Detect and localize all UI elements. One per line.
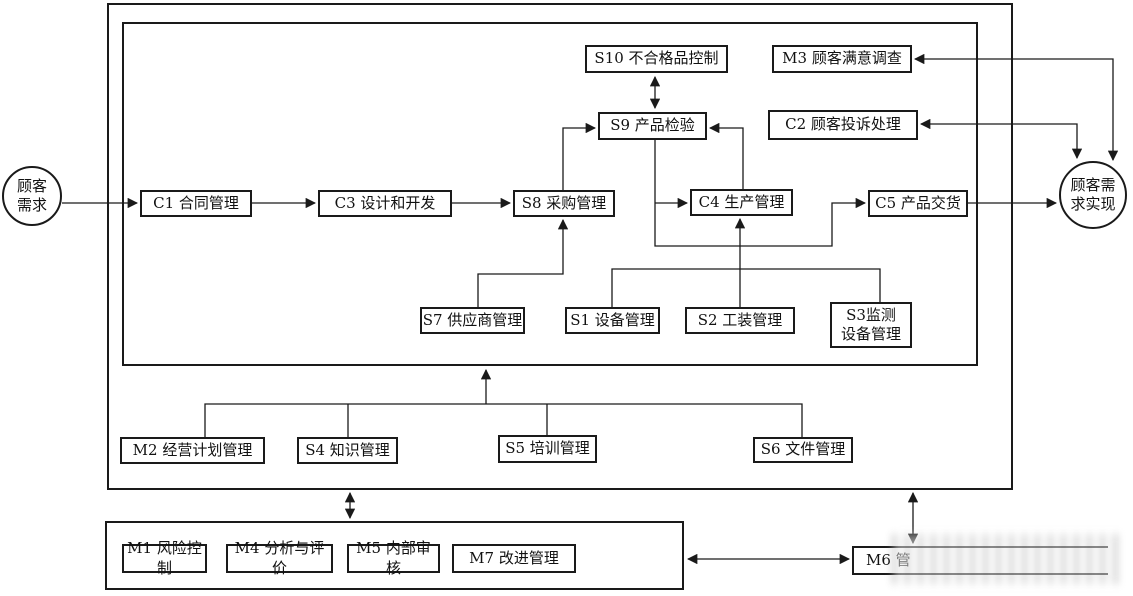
node-s6-document-management: S6 文件管理 <box>753 437 853 463</box>
node-m7-improvement-management: M7 改进管理 <box>452 544 576 573</box>
node-c3-design-development: C3 设计和开发 <box>318 190 452 217</box>
node-s2-tooling-management: S2 工装管理 <box>685 307 795 334</box>
node-s1-equipment-management: S1 设备管理 <box>565 307 660 334</box>
node-c1-contract-management: C1 合同管理 <box>140 190 252 217</box>
node-m1-risk-control: M1 风险控制 <box>122 539 207 577</box>
node-s8-purchasing-management: S8 采购管理 <box>513 190 615 217</box>
node-s7-supplier-management: S7 供应商管理 <box>420 307 525 334</box>
node-c2-complaint-handling: C2 顾客投诉处理 <box>768 110 918 140</box>
node-m6-management: M6 管 <box>852 546 1108 575</box>
node-s9-product-inspection: S9 产品检验 <box>598 112 707 140</box>
node-m2-business-plan-management: M2 经营计划管理 <box>120 437 265 464</box>
node-c4-production-management: C4 生产管理 <box>690 189 793 216</box>
node-m3-customer-satisfaction-survey: M3 顾客满意调查 <box>772 45 912 73</box>
node-m4-analysis-evaluation: M4 分析与评价 <box>226 539 333 577</box>
customer-requirement-realized-terminal: 顾客需 求实现 <box>1059 161 1127 229</box>
node-c5-product-delivery: C5 产品交货 <box>868 190 968 217</box>
node-s4-knowledge-management: S4 知识管理 <box>297 437 398 464</box>
node-s3-monitoring-equipment-management: S3监测 设备管理 <box>830 302 912 348</box>
node-s5-training-management: S5 培训管理 <box>498 435 597 463</box>
customer-requirement-terminal: 顾客 需求 <box>2 166 62 226</box>
blur-smudge <box>893 534 1125 584</box>
core-process-boundary <box>122 22 978 366</box>
node-s10-nonconforming-control: S10 不合格品控制 <box>585 45 728 73</box>
outer-system-boundary <box>107 3 1013 490</box>
support-process-boundary <box>105 521 684 590</box>
node-m5-internal-audit: M5 内部审核 <box>347 539 440 577</box>
